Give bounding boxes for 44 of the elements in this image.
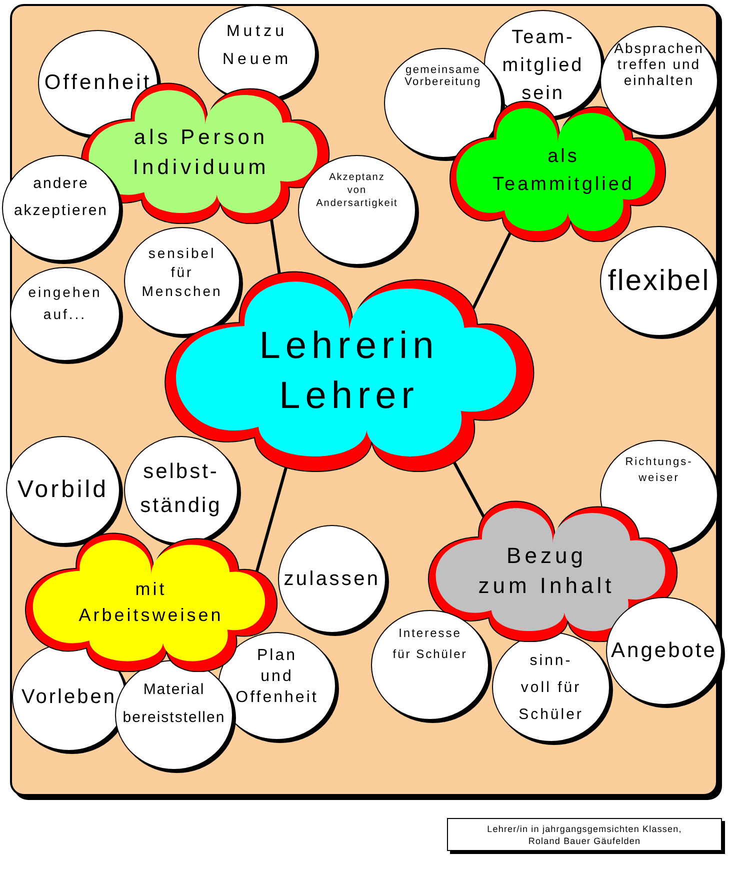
idea-bubble <box>298 155 419 268</box>
idea-text: Akzeptanz von Andersartigkeit <box>316 171 398 210</box>
connector-line <box>255 467 288 572</box>
idea-bubble <box>124 227 243 338</box>
idea-text: Plan und Offenheit <box>236 646 318 708</box>
topic-text: Bezug zum Inhalt <box>478 542 615 600</box>
topic-text: als Teammitglied <box>492 145 634 197</box>
idea-text: Interesse für Schüler <box>392 625 468 663</box>
idea-text: Team- mitglied sein <box>502 26 584 106</box>
idea-text: Vorbild <box>18 475 108 505</box>
idea-text: gemeinsame Vorbereitung <box>404 64 482 88</box>
idea-text: Angebote <box>611 638 717 664</box>
idea-text: Material bereiststellen <box>122 680 226 728</box>
connector-line <box>472 232 512 309</box>
idea-text: sensibel für Menschen <box>142 244 222 301</box>
idea-text: Absprachen treffen und einhalten <box>614 40 704 88</box>
idea-bubble <box>484 10 605 121</box>
idea-text: zulassen <box>284 567 380 592</box>
idea-bubble <box>115 660 236 773</box>
idea-bubble <box>2 155 123 264</box>
idea-bubble <box>278 525 389 636</box>
idea-text: flexibel <box>608 264 710 298</box>
idea-bubble <box>124 436 241 547</box>
idea-text: andere akzeptieren <box>14 174 108 221</box>
connector-line <box>270 219 281 274</box>
idea-bubble <box>492 632 613 745</box>
idea-text: Vorleben <box>22 685 116 710</box>
idea-text: selbst- ständig <box>140 459 222 519</box>
idea-text: Offenheit <box>44 70 152 96</box>
connector-line <box>452 462 485 518</box>
idea-text: Mutzu Neuem <box>222 22 292 70</box>
main-topic-text: Lehrerin Lehrer <box>259 324 439 419</box>
idea-bubble <box>10 267 123 364</box>
idea-text: eingehen auf... <box>28 283 102 324</box>
idea-bubble <box>371 610 492 723</box>
idea-bubble <box>6 436 123 547</box>
topic-cloud <box>447 100 668 242</box>
idea-text: sinn- voll für Schüler <box>518 651 584 725</box>
topic-text: als Person Individuum <box>132 125 270 181</box>
idea-bubble <box>606 597 725 708</box>
idea-text: Richtungs- weiser <box>625 455 693 486</box>
caption-text: Lehrer/in in jahrgangsgemsichten Klassen, Roland Bauer Gäufelden <box>487 822 682 846</box>
idea-bubble <box>384 48 505 161</box>
topic-text: mit Arbeitsweisen <box>78 578 224 627</box>
